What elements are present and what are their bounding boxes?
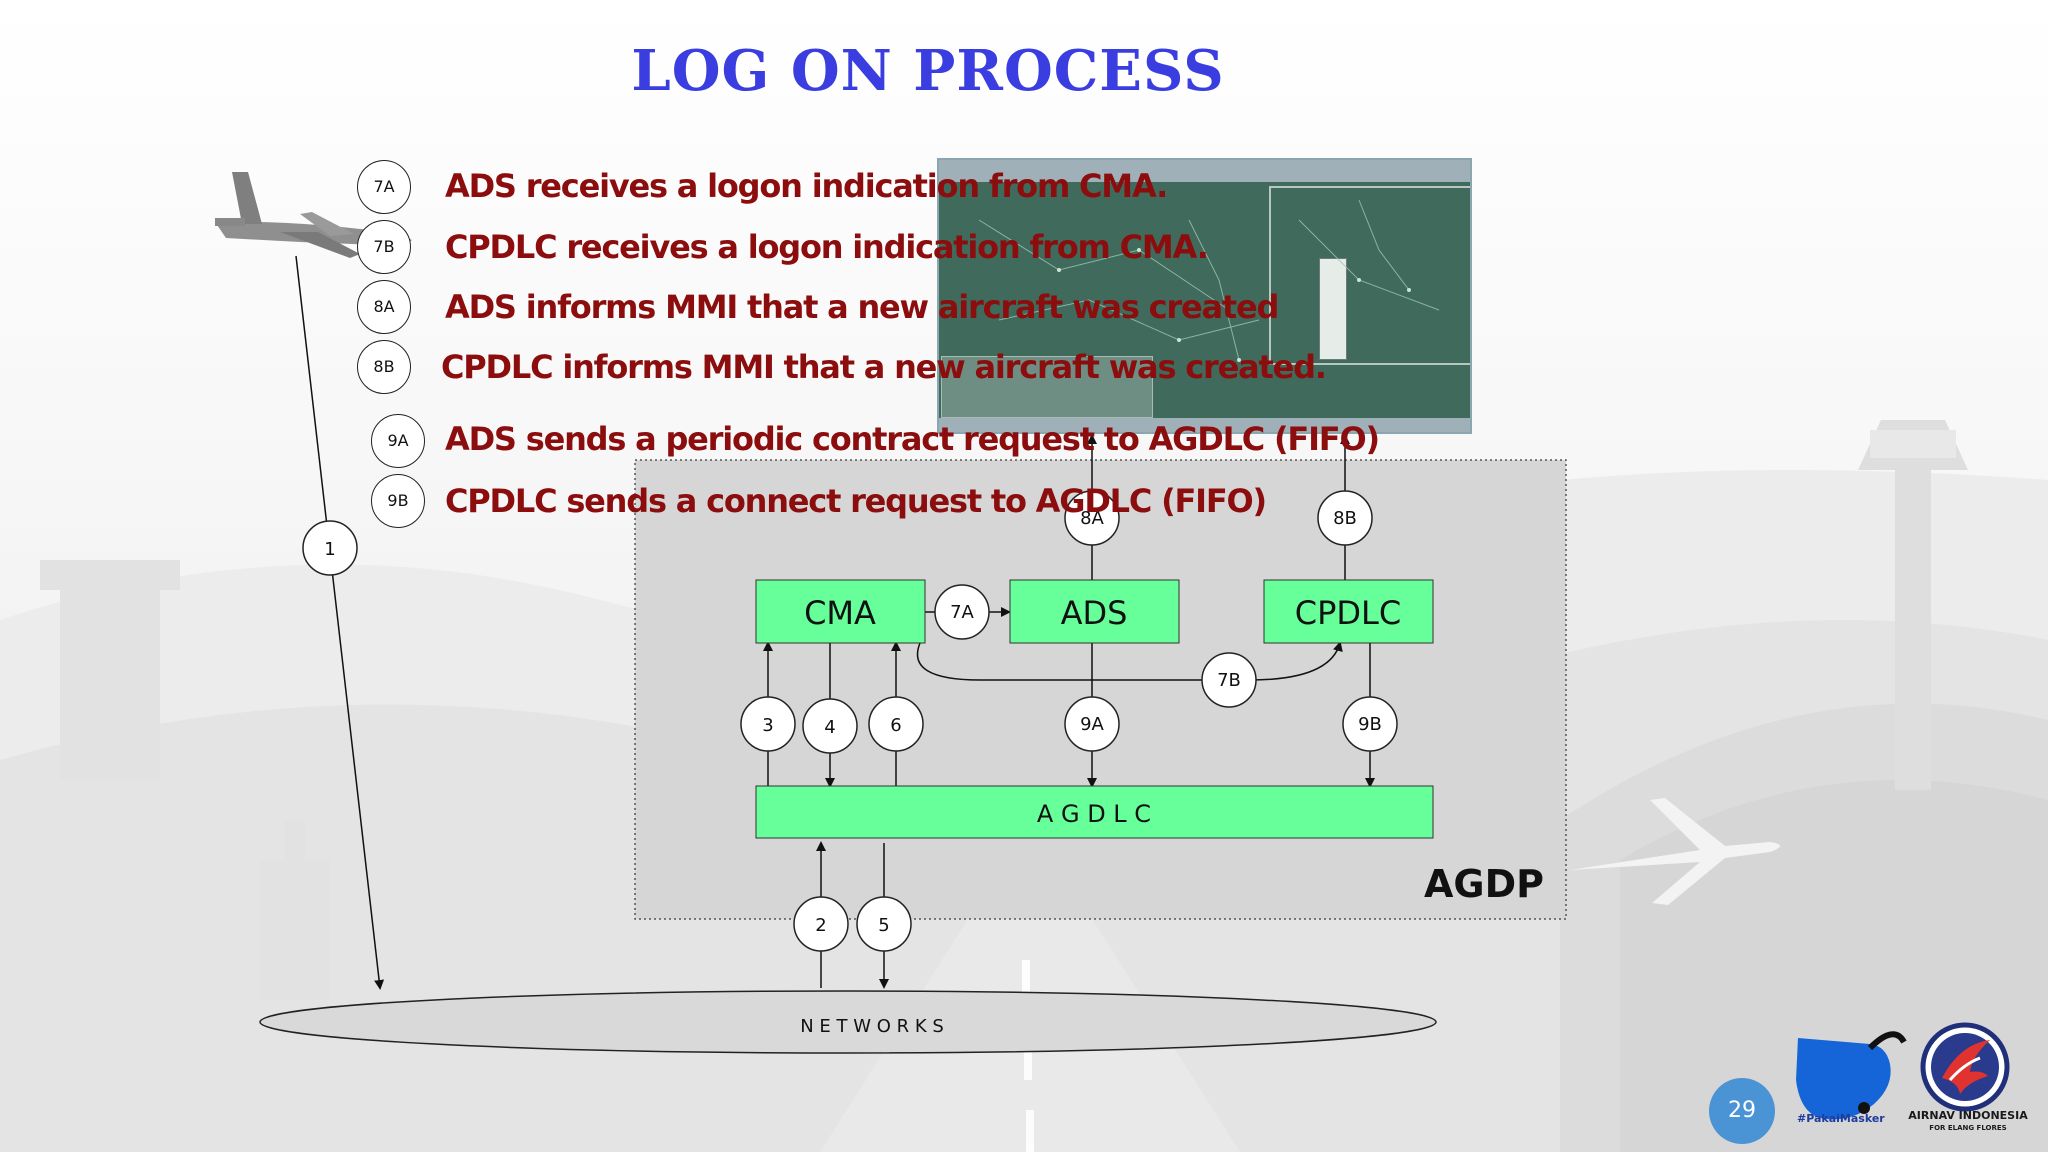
flow-step-2-marker bbox=[793, 896, 849, 952]
flow-step-6-label: 6 bbox=[890, 715, 901, 736]
cma-label: CMA bbox=[804, 594, 876, 632]
flow-step-9b-marker bbox=[1342, 696, 1398, 752]
flow-step-9a-label: 9A bbox=[1080, 714, 1104, 735]
flow-step-8a-label: 8A bbox=[1080, 508, 1104, 529]
atc-radar-screen bbox=[937, 158, 1472, 434]
step-9b-badge: 9B bbox=[371, 474, 425, 528]
flow-step-4-marker bbox=[802, 698, 858, 754]
flow-step-7a-label: 7A bbox=[950, 602, 974, 623]
radar-tracks bbox=[978, 199, 1440, 362]
cpdlc-label: CPDLC bbox=[1295, 594, 1401, 632]
flow-step-5-marker bbox=[856, 896, 912, 952]
flow-step-8b-label: 8B bbox=[1333, 508, 1357, 529]
page-title: LOG ON PROCESS bbox=[631, 38, 1225, 104]
flow-step-8b-marker bbox=[1317, 490, 1373, 546]
cpdlc-box bbox=[1263, 579, 1434, 644]
radar-inset-window bbox=[1269, 186, 1470, 365]
flow-step-2-label: 2 bbox=[815, 915, 826, 936]
flow-step-9b-label: 9B bbox=[1358, 714, 1382, 735]
flow-step-8a-marker bbox=[1064, 490, 1120, 546]
step-8b-text: CPDLC informs MMI that a new aircraft wa… bbox=[441, 348, 1327, 386]
face-mask-icon bbox=[1796, 1031, 1907, 1120]
ads-box bbox=[1009, 579, 1180, 644]
radar-flight-list bbox=[1319, 258, 1347, 360]
agdlc-box bbox=[755, 785, 1434, 839]
step-9a-badge: 9A bbox=[371, 414, 425, 468]
step-7b-badge: 7B bbox=[357, 220, 411, 274]
flow-step-1-marker bbox=[302, 520, 358, 576]
flow-step-3-marker bbox=[740, 696, 796, 752]
cma-to-cpdlc-curve bbox=[916, 641, 1343, 681]
brand-subtitle: FOR ELANG FLORES bbox=[1929, 1124, 2007, 1132]
brand-title: AIRNAV INDONESIA bbox=[1908, 1109, 2028, 1122]
flow-step-3-label: 3 bbox=[762, 715, 773, 736]
flow-step-5-label: 5 bbox=[878, 915, 889, 936]
agdlc-label: A G D L C bbox=[1037, 800, 1151, 828]
brand-name: AIRNAV INDONESIA FOR ELANG FLORES bbox=[1908, 1110, 2028, 1134]
step-9a-text: ADS sends a periodic contract request to… bbox=[445, 420, 1380, 458]
page-number-badge: 29 bbox=[1709, 1078, 1775, 1144]
step-9b-text: CPDLC sends a connect request to AGDLC (… bbox=[445, 482, 1267, 520]
flow-step-7b-marker bbox=[1201, 652, 1257, 708]
flow-step-7b-label: 7B bbox=[1217, 670, 1241, 691]
radar-toolbar bbox=[939, 160, 1470, 182]
flow-step-7a-marker bbox=[934, 584, 990, 640]
aircraft-to-networks-line bbox=[295, 255, 385, 990]
networks-label: N E T W O R K S bbox=[800, 1016, 944, 1037]
cma-box bbox=[755, 579, 926, 644]
flow-step-1-label: 1 bbox=[324, 539, 335, 560]
step-7a-badge: 7A bbox=[357, 160, 411, 214]
step-8b-badge: 8B bbox=[357, 340, 411, 394]
ads-label: ADS bbox=[1061, 594, 1128, 632]
flow-step-9a-marker bbox=[1064, 696, 1120, 752]
agdp-system-label: AGDP bbox=[1424, 862, 1544, 906]
radar-status-bar bbox=[939, 418, 1470, 432]
flow-step-6-marker bbox=[868, 696, 924, 752]
mask-hashtag: #PakaiMasker bbox=[1797, 1112, 1885, 1125]
networks-ellipse bbox=[259, 990, 1437, 1054]
step-7a-text: ADS receives a logon indication from CMA… bbox=[445, 167, 1168, 205]
radar-info-panel bbox=[941, 356, 1153, 418]
flow-step-4-label: 4 bbox=[824, 717, 835, 738]
step-8a-text: ADS informs MMI that a new aircraft was … bbox=[445, 288, 1279, 326]
step-8a-badge: 8A bbox=[357, 280, 411, 334]
step-7b-text: CPDLC receives a logon indication from C… bbox=[445, 228, 1209, 266]
airnav-logo bbox=[1920, 1022, 2010, 1112]
